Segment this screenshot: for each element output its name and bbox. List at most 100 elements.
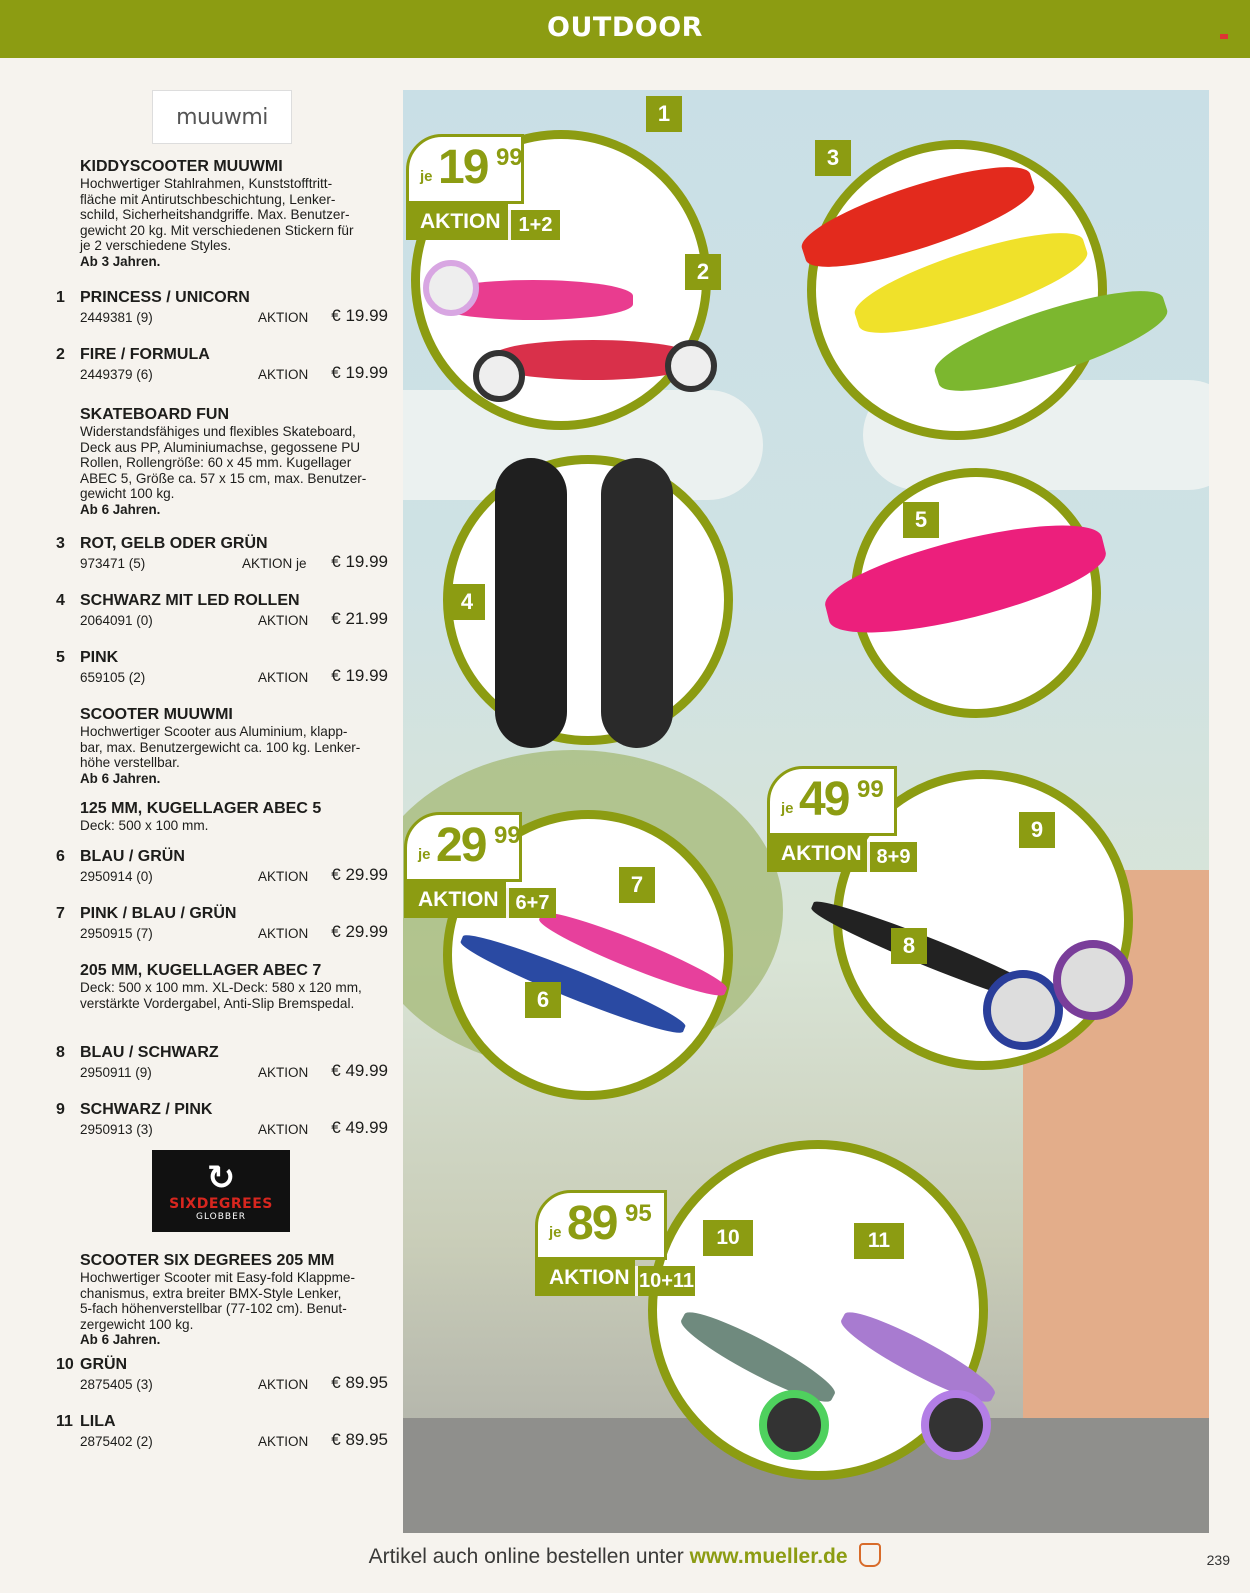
header-bar: OUTDOOR bbox=[0, 0, 1250, 58]
product-number-badge: 2 bbox=[685, 254, 721, 290]
item-article-number: 2449379 (6) bbox=[80, 367, 153, 382]
item-number: 7 bbox=[56, 905, 65, 922]
item-number: 8 bbox=[56, 1044, 65, 1061]
scooter-wheel-icon bbox=[423, 260, 479, 316]
price-items: 10+11 bbox=[635, 1266, 695, 1296]
item-name: PINK bbox=[80, 649, 119, 666]
item-price: € 19.99 bbox=[331, 306, 388, 325]
item-aktion: AKTION bbox=[258, 1065, 309, 1080]
price-euros: 19 bbox=[438, 141, 489, 194]
item-aktion: AKTION bbox=[258, 1122, 309, 1137]
shopping-bag-icon bbox=[859, 1543, 882, 1567]
item-article-number: 2875405 (3) bbox=[80, 1377, 153, 1392]
item-price: € 49.99 bbox=[331, 1118, 388, 1137]
price-euros: 49 bbox=[799, 773, 850, 826]
scooter-wheel-icon bbox=[1053, 940, 1133, 1020]
price-items: 1+2 bbox=[508, 210, 560, 240]
item-aktion: AKTION bbox=[258, 367, 309, 382]
price-je: je bbox=[420, 168, 433, 185]
item-name: PINK / BLAU / GRÜN bbox=[80, 905, 237, 922]
product-number-badge: 10 bbox=[703, 1220, 753, 1256]
product-number-badge: 3 bbox=[815, 140, 851, 176]
item-price: € 89.95 bbox=[331, 1373, 388, 1392]
page-number: 239 bbox=[1206, 1552, 1230, 1568]
item-number: 11 bbox=[56, 1413, 73, 1430]
product-number-badge: 11 bbox=[854, 1223, 904, 1259]
section-six-degrees: SCOOTER SIX DEGREES 205 MM Hochwertiger … bbox=[80, 1252, 400, 1348]
price-cents: 95 bbox=[625, 1200, 652, 1227]
price-cents: 99 bbox=[857, 776, 884, 803]
product-circle-led-boards bbox=[443, 455, 733, 745]
item-aktion: AKTION bbox=[258, 613, 309, 628]
section-description: Hochwertiger Stahlrahmen, Kunststofftrit… bbox=[80, 176, 354, 254]
product-number-badge: 4 bbox=[449, 584, 485, 620]
item-name: BLAU / SCHWARZ bbox=[80, 1044, 219, 1061]
item-name: SCHWARZ MIT LED ROLLEN bbox=[80, 592, 300, 609]
scooter-wheel-icon bbox=[759, 1390, 829, 1460]
footer-link[interactable]: www.mueller.de bbox=[689, 1545, 848, 1568]
section-age: Ab 3 Jahren. bbox=[80, 253, 161, 269]
item-price: € 21.99 bbox=[331, 609, 388, 628]
sixdegrees-sub: GLOBBER bbox=[195, 1212, 247, 1222]
section-title: SCOOTER MUUWMI bbox=[80, 706, 233, 723]
price-badge-background bbox=[535, 1190, 667, 1260]
price-aktion: AKTION bbox=[404, 882, 506, 918]
skateboard-black-bottom bbox=[495, 458, 567, 748]
product-number-badge: 7 bbox=[619, 867, 655, 903]
section-description: Deck: 500 x 100 mm. XL-Deck: 580 x 120 m… bbox=[80, 980, 362, 1011]
item-name: GRÜN bbox=[80, 1356, 128, 1373]
section-125mm: 125 MM, KUGELLAGER ABEC 5 Deck: 500 x 10… bbox=[80, 800, 400, 834]
item-article-number: 659105 (2) bbox=[80, 670, 146, 685]
product-image-panel: 1 2 3 4 5 6 7 8 9 10 11 je 19 99 AKTION … bbox=[403, 90, 1209, 1533]
sixdegrees-brand: SIXDEGREES bbox=[169, 1196, 273, 1212]
item-price: € 19.99 bbox=[331, 666, 388, 685]
scooter-wheel-icon bbox=[921, 1390, 991, 1460]
section-description: Deck: 500 x 100 mm. bbox=[80, 818, 209, 833]
item-price: € 19.99 bbox=[331, 552, 388, 571]
item-price: € 89.95 bbox=[331, 1430, 388, 1449]
price-cents: 99 bbox=[494, 822, 521, 849]
item-name: ROT, GELB ODER GRÜN bbox=[80, 535, 268, 552]
section-description: Hochwertiger Scooter mit Easy-fold Klapp… bbox=[80, 1270, 356, 1332]
item-article-number: 2950911 (9) bbox=[80, 1065, 152, 1080]
item-article-number: 2449381 (9) bbox=[80, 310, 153, 325]
sixdegrees-mark-icon: ↻ bbox=[206, 1158, 236, 1198]
price-euros: 89 bbox=[567, 1197, 618, 1250]
item-article-number: 2950914 (0) bbox=[80, 869, 153, 884]
item-aktion: AKTION bbox=[258, 1434, 309, 1449]
section-title: SKATEBOARD FUN bbox=[80, 406, 230, 423]
item-price: € 29.99 bbox=[331, 922, 388, 941]
item-aktion: AKTION bbox=[258, 670, 309, 685]
scooter-wheel-icon bbox=[983, 970, 1063, 1050]
price-je: je bbox=[549, 1224, 562, 1241]
section-description: Hochwertiger Scooter aus Aluminium, klap… bbox=[80, 724, 361, 771]
kiddyscooter-deck-red bbox=[493, 340, 693, 380]
price-je: je bbox=[781, 800, 794, 817]
section-scooter-muuwmi: SCOOTER MUUWMI Hochwertiger Scooter aus … bbox=[80, 706, 400, 787]
section-kiddyscooter: KIDDYSCOOTER MUUWMI Hochwertiger Stahlra… bbox=[80, 158, 400, 270]
item-aktion: AKTION bbox=[258, 869, 309, 884]
muuwmi-logo: muuwmi bbox=[152, 90, 292, 144]
corner-mark bbox=[1220, 34, 1228, 39]
product-number-badge: 9 bbox=[1019, 812, 1055, 848]
skateboard-black-top bbox=[601, 458, 673, 748]
item-article-number: 2064091 (0) bbox=[80, 613, 153, 628]
price-badge-background bbox=[767, 766, 897, 836]
product-number-badge: 5 bbox=[903, 502, 939, 538]
price-aktion: AKTION bbox=[535, 1260, 635, 1296]
price-aktion: AKTION bbox=[406, 204, 508, 240]
section-title: KIDDYSCOOTER MUUWMI bbox=[80, 158, 283, 175]
section-age: Ab 6 Jahren. bbox=[80, 770, 161, 786]
item-article-number: 2950913 (3) bbox=[80, 1122, 153, 1137]
section-205mm: 205 MM, KUGELLAGER ABEC 7 Deck: 500 x 10… bbox=[80, 962, 400, 1011]
product-number-badge: 8 bbox=[891, 928, 927, 964]
price-items: 6+7 bbox=[506, 888, 556, 918]
section-skateboard: SKATEBOARD FUN Widerstandsfähiges und fl… bbox=[80, 406, 400, 518]
muuwmi-logo-text: muuwmi bbox=[176, 104, 268, 130]
price-badge-background bbox=[406, 134, 524, 204]
item-aktion: AKTION bbox=[258, 926, 309, 941]
item-number: 1 bbox=[56, 289, 65, 306]
item-number: 2 bbox=[56, 346, 65, 363]
item-article-number: 2950915 (7) bbox=[80, 926, 153, 941]
item-price: € 29.99 bbox=[331, 865, 388, 884]
